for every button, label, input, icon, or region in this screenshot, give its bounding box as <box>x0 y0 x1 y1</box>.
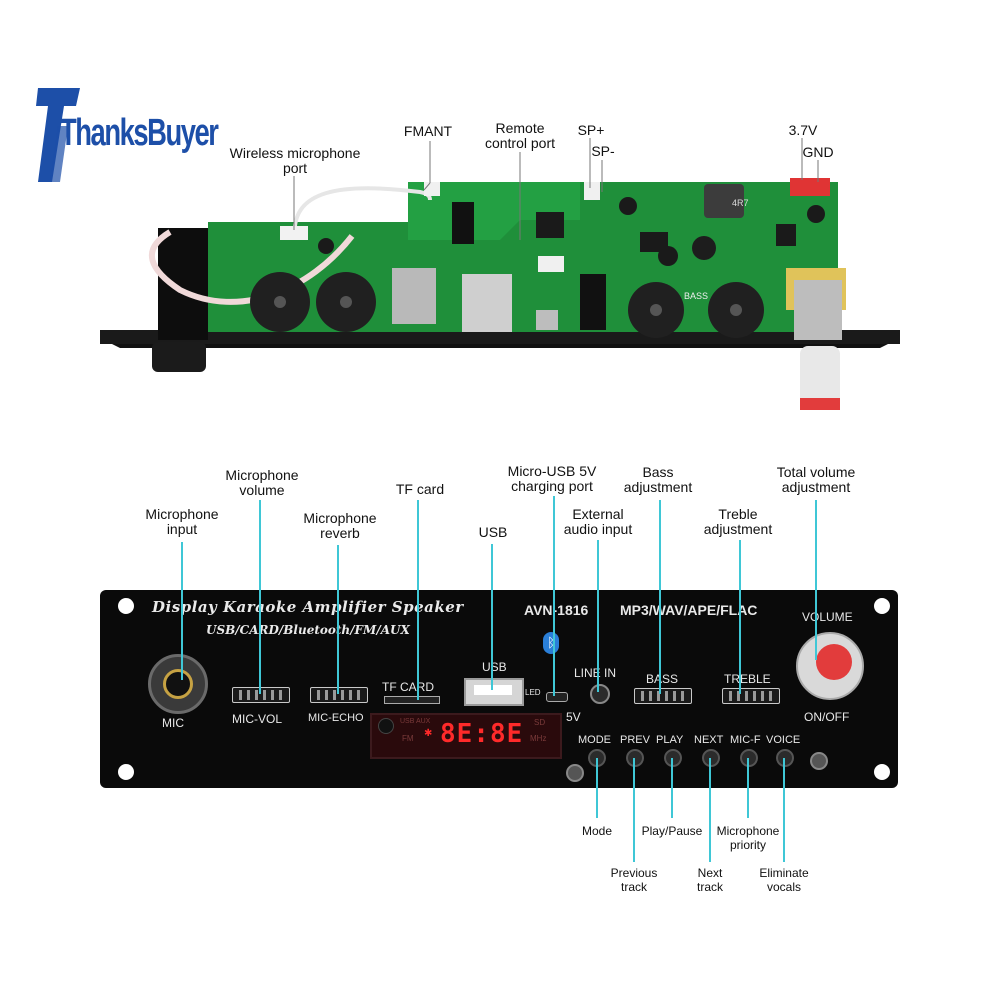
button-next-label: NEXT <box>694 734 724 746</box>
label-play-pause: Play/Pause <box>641 824 703 838</box>
label-remote-control-port: Remote control port <box>484 120 556 151</box>
mount-hole-top-right <box>874 598 890 614</box>
tf-card-label: TF CARD <box>382 680 434 694</box>
button-play-label: PLAY <box>656 734 684 746</box>
usb-label: USB <box>482 660 507 674</box>
label-tf-card: TF card <box>395 481 445 497</box>
model-number: AVN-1816 <box>524 602 589 618</box>
label-microphone-reverb: Microphone reverb <box>303 510 377 541</box>
label-gnd: GND <box>802 144 834 160</box>
label-3-7v: 3.7V <box>788 122 818 138</box>
mount-hole-bottom-right <box>874 764 890 780</box>
ir-receiver <box>378 718 394 734</box>
tf-card-slot[interactable] <box>384 696 440 704</box>
label-microphone-input: Microphone input <box>145 506 219 537</box>
lcd-mhz: MHz <box>530 734 547 743</box>
button-prev-label: PREV <box>620 734 650 746</box>
lcd-top-labels: USB AUX <box>400 718 431 725</box>
treble-label: TREBLE <box>724 672 771 686</box>
label-mode: Mode <box>581 824 613 838</box>
mic-echo-label: MIC-ECHO <box>308 712 364 724</box>
label-microphone-priority: Microphone priority <box>716 824 780 852</box>
line-in-jack[interactable] <box>590 684 610 704</box>
button-voice-label: VOICE <box>766 734 801 746</box>
panel-screw-left <box>566 764 584 782</box>
mount-hole-top-left <box>118 598 134 614</box>
lcd-display <box>370 713 562 759</box>
volume-label: VOLUME <box>802 610 853 624</box>
micro-usb-port[interactable] <box>546 692 568 702</box>
mic-echo-wheel[interactable] <box>310 687 368 703</box>
bass-silkscreen: BASS <box>684 291 709 301</box>
treble-wheel[interactable] <box>722 688 780 704</box>
format-list: MP3/WAV/APE/FLAC <box>620 602 758 618</box>
chip-silkscreen: 4R7 <box>732 198 749 208</box>
button-mode-label: MODE <box>578 734 611 746</box>
on-off-label: ON/OFF <box>804 710 850 724</box>
label-usb: USB <box>478 524 508 540</box>
label-treble-adjustment: Treble adjustment <box>703 506 773 537</box>
bass-label: BASS <box>646 672 679 686</box>
mic-jack-gold-ring <box>163 669 193 699</box>
volume-knob-cap <box>816 644 852 680</box>
lcd-fm: FM <box>402 734 414 743</box>
label-sp-minus: SP- <box>591 143 615 159</box>
label-total-volume-adjustment: Total volume adjustment <box>776 464 856 495</box>
panel-screw-right <box>810 752 828 770</box>
brand-name: ThanksBuyer <box>60 112 219 154</box>
lcd-sd: SD <box>534 718 546 727</box>
label-next-track: Next track <box>696 866 723 894</box>
led-label: LED <box>525 688 541 697</box>
volume-knob[interactable] <box>796 632 864 700</box>
label-eliminate-vocals: Eliminate vocals <box>759 866 809 894</box>
bass-wheel[interactable] <box>634 688 692 704</box>
thanksbuyer-logo: ThanksBuyer <box>36 86 219 186</box>
5v-label: 5V <box>566 710 581 724</box>
label-wireless-microphone-port: Wireless microphone port <box>229 145 361 176</box>
label-sp-plus: SP+ <box>577 122 605 138</box>
mic-jack[interactable] <box>148 654 208 714</box>
label-bass-adjustment: Bass adjustment <box>623 464 693 495</box>
line-in-label: LINE IN <box>574 666 617 680</box>
lcd-bluetooth-icon: ✱ <box>424 728 433 739</box>
mic-label: MIC <box>162 716 184 730</box>
lcd-digits: 8E:8E <box>440 719 524 749</box>
label-external-audio-input: External audio input <box>563 506 633 537</box>
mic-vol-label: MIC-VOL <box>232 712 283 726</box>
mount-hole-bottom-left <box>118 764 134 780</box>
button-mic-f-label: MIC-F <box>730 734 761 746</box>
pcb-board-photo <box>100 178 900 410</box>
panel-subtitle: USB/CARD/Bluetooth/FM/AUX <box>206 623 410 637</box>
label-micro-usb-5v-charging-port: Micro-USB 5V charging port <box>507 463 597 494</box>
label-previous-track: Previous track <box>610 866 658 894</box>
label-fmant: FMANT <box>403 123 453 139</box>
panel-title: Display Karaoke Amplifier Speaker <box>152 598 464 616</box>
label-microphone-volume: Microphone volume <box>225 467 299 498</box>
